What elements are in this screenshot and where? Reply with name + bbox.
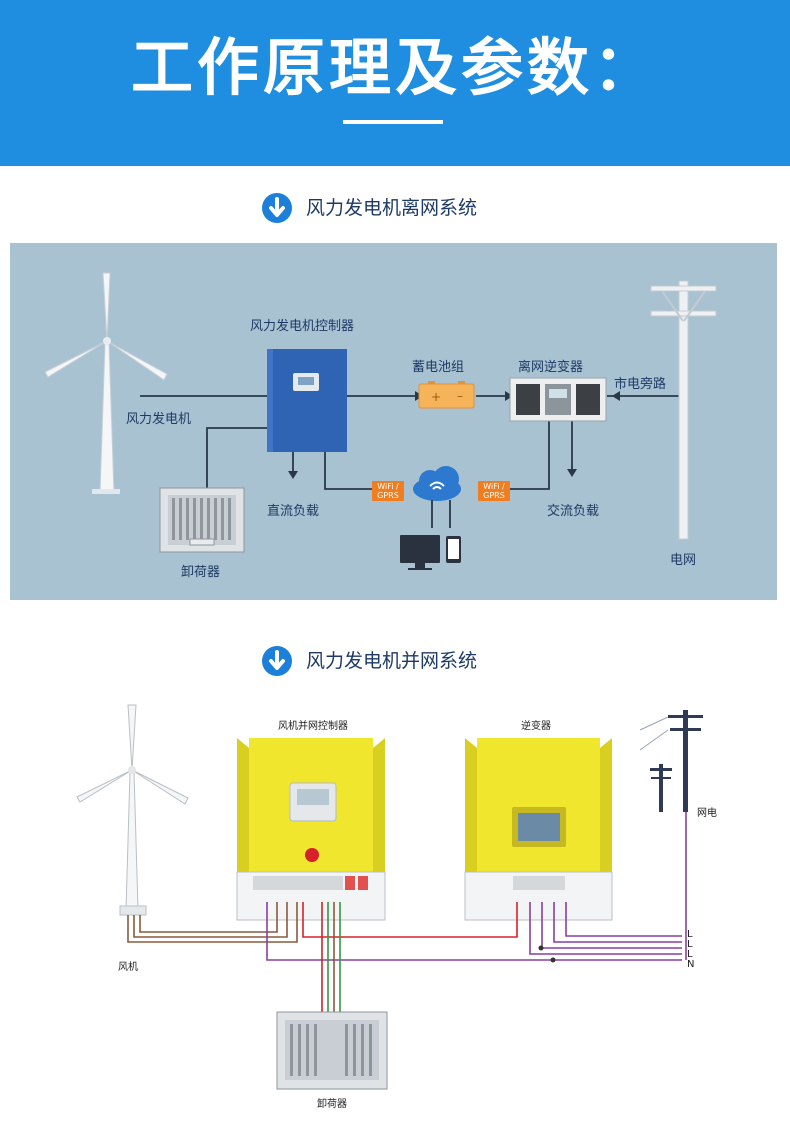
grid-label: 电网 bbox=[670, 553, 697, 568]
svg-text:+: + bbox=[431, 390, 441, 404]
badge-right-line1: WiFi / bbox=[483, 482, 505, 491]
header-banner: 工作原理及参数： bbox=[0, 0, 790, 166]
offgrid-diagram-graphic: + – bbox=[10, 243, 777, 600]
dump-load-icon bbox=[276, 1011, 388, 1090]
dc-load-label: 直流负载 bbox=[267, 504, 320, 519]
gridtie-inverter-icon bbox=[464, 738, 613, 921]
turbine-label: 风机 bbox=[118, 962, 138, 973]
dump-load-label: 卸荷器 bbox=[317, 1099, 347, 1110]
inverter-icon bbox=[509, 377, 607, 422]
line-l2-label: L bbox=[687, 939, 693, 950]
battery-label: 蓄电池组 bbox=[412, 360, 465, 375]
controller-label: 风机并网控制器 bbox=[278, 721, 348, 732]
line-l1-label: L bbox=[687, 929, 693, 940]
section-title-gridtie: 风力发电机并网系统 bbox=[306, 650, 478, 672]
section-heading-gridtie: 风力发电机并网系统 bbox=[0, 643, 790, 683]
badge-left-line2: GPRS bbox=[377, 491, 399, 500]
phone-icon bbox=[446, 536, 461, 563]
gridtie-diagram-graphic bbox=[76, 704, 703, 1090]
section-title-offgrid: 风力发电机离网系统 bbox=[306, 197, 478, 219]
cloud-wifi-icon bbox=[413, 466, 461, 501]
line-l3-label: L bbox=[687, 949, 693, 960]
dump-load-label: 卸荷器 bbox=[181, 565, 221, 580]
inverter-label: 逆变器 bbox=[521, 721, 551, 732]
inverter-label: 离网逆变器 bbox=[518, 360, 584, 375]
bypass-label: 市电旁路 bbox=[614, 377, 667, 392]
badge-left-line1: WiFi / bbox=[377, 482, 399, 491]
down-arrow-icon bbox=[262, 193, 292, 223]
down-arrow-icon bbox=[262, 646, 292, 676]
svg-text:–: – bbox=[457, 389, 463, 403]
ac-load-label: 交流负载 bbox=[547, 504, 600, 519]
grid-label: 网电 bbox=[697, 808, 717, 819]
wifi-gprs-badge-left: WiFi / GPRS bbox=[372, 481, 404, 501]
wind-turbine-icon bbox=[76, 704, 189, 916]
title-underline bbox=[343, 120, 443, 124]
wifi-gprs-badge-right: WiFi / GPRS bbox=[478, 481, 510, 501]
monitor-icon bbox=[400, 535, 440, 570]
gridtie-system-diagram: 风机并网控制器 逆变器 网电 风机 卸荷器 L L L N bbox=[0, 690, 790, 1145]
battery-icon: + – bbox=[418, 381, 475, 409]
controller-icon bbox=[267, 349, 347, 452]
controller-label: 风力发电机控制器 bbox=[250, 319, 355, 334]
utility-pole-icon bbox=[650, 280, 717, 540]
turbine-label: 风力发电机 bbox=[126, 412, 192, 427]
wind-turbine-icon bbox=[44, 272, 168, 494]
dump-load-icon bbox=[159, 487, 245, 553]
offgrid-system-diagram: + – bbox=[10, 243, 777, 600]
page-title: 工作原理及参数： bbox=[130, 31, 659, 104]
line-n-label: N bbox=[687, 959, 695, 970]
section-heading-offgrid: 风力发电机离网系统 bbox=[0, 190, 790, 230]
badge-right-line2: GPRS bbox=[483, 491, 505, 500]
gridtie-controller-icon bbox=[236, 738, 386, 921]
utility-pole-icon bbox=[639, 710, 703, 812]
